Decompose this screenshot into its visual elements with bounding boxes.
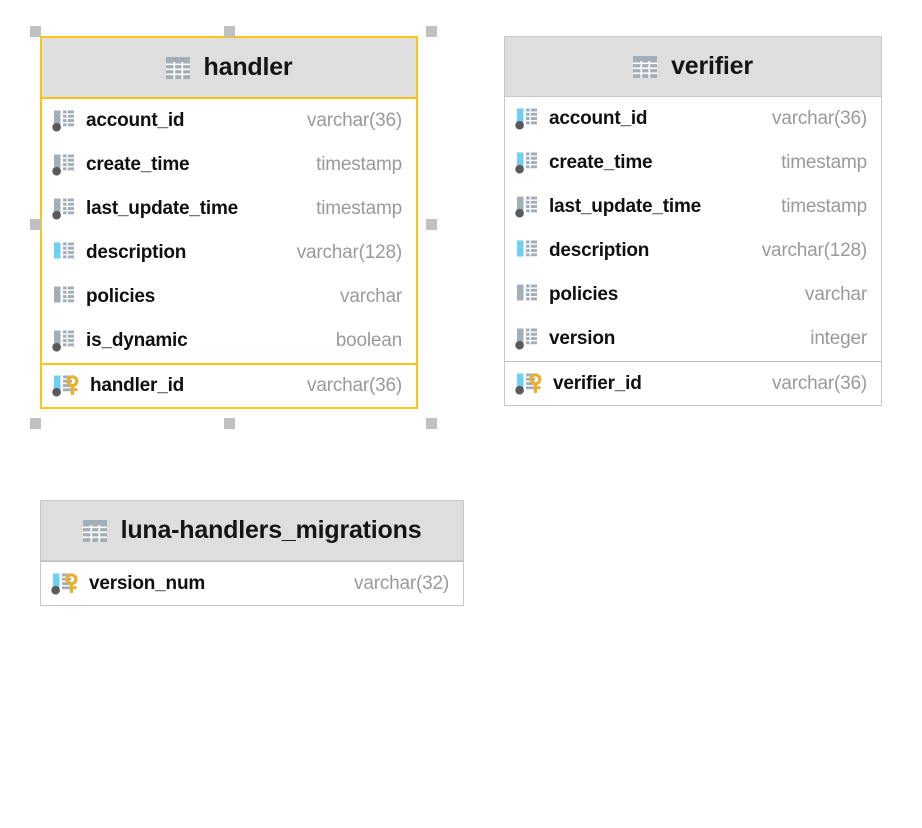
primary-key-icon (51, 572, 81, 596)
column-type: varchar(32) (354, 572, 449, 594)
column-row[interactable]: version_num varchar(32) (41, 561, 463, 605)
column-row[interactable]: last_update_time timestamp (42, 187, 416, 231)
column-icon (515, 327, 541, 351)
column-type: timestamp (781, 152, 867, 173)
handle-bottom-right[interactable] (426, 418, 437, 429)
entity-columns: version_num varchar(32) (41, 561, 463, 605)
column-row[interactable]: create_time timestamp (505, 141, 881, 185)
entity-title: verifier (671, 52, 753, 80)
column-type: varchar(36) (307, 375, 402, 396)
column-type: varchar (340, 286, 402, 307)
column-name: last_update_time (86, 198, 239, 219)
entity-verifier[interactable]: verifier account_id varchar(36) create_time… (504, 36, 882, 406)
column-name: account_id (549, 108, 648, 129)
column-icon (515, 195, 541, 219)
column-type: varchar(36) (772, 372, 867, 394)
column-row[interactable]: version integer (505, 317, 881, 361)
entity-columns: account_id varchar(36) create_time timestam… (505, 97, 881, 405)
primary-key-icon (515, 372, 545, 396)
column-type: varchar (805, 284, 867, 305)
table-icon (165, 56, 190, 79)
column-row[interactable]: create_time timestamp (42, 143, 416, 187)
column-row[interactable]: description varchar(128) (505, 229, 881, 273)
handle-middle-left[interactable] (30, 219, 41, 230)
column-row[interactable]: description varchar(128) (42, 231, 416, 275)
column-row[interactable]: policies varchar (42, 275, 416, 319)
entity-header-handler[interactable]: handler (42, 38, 416, 99)
column-name: policies (86, 286, 156, 307)
entity-luna-handlers_migrations[interactable]: luna-handlers_migrations version_num varch… (40, 500, 464, 606)
column-row[interactable]: account_id varchar(36) (42, 99, 416, 143)
handle-bottom-left[interactable] (30, 418, 41, 429)
entity-title: luna-handlers_migrations (120, 516, 422, 544)
column-icon (52, 329, 78, 353)
column-icon (52, 153, 78, 177)
handle-top-center[interactable] (224, 26, 235, 37)
column-icon (515, 107, 541, 131)
column-type: varchar(128) (761, 240, 868, 261)
column-icon (52, 241, 78, 265)
entity-header-verifier[interactable]: verifier (505, 37, 881, 97)
column-name: last_update_time (549, 196, 702, 217)
column-name: verifier_id (553, 372, 642, 394)
handle-top-left[interactable] (30, 26, 41, 37)
entity-header-luna-handlers_migrations[interactable]: luna-handlers_migrations (41, 501, 463, 561)
entity-columns: account_id varchar(36) create_time timestam… (42, 99, 416, 407)
column-icon (52, 285, 78, 309)
handle-middle-right[interactable] (426, 219, 437, 230)
column-row[interactable]: account_id varchar(36) (505, 97, 881, 141)
column-name: description (549, 240, 650, 261)
column-name: handler_id (90, 375, 185, 396)
column-name: policies (549, 284, 619, 305)
handle-top-right[interactable] (426, 26, 437, 37)
column-icon (515, 283, 541, 307)
column-name: create_time (549, 152, 653, 173)
column-type: timestamp (781, 196, 867, 217)
column-name: description (86, 242, 187, 263)
column-type: timestamp (316, 198, 402, 219)
primary-key-icon (52, 374, 82, 398)
column-type: varchar(36) (307, 110, 402, 131)
column-type: varchar(36) (772, 108, 867, 129)
column-row[interactable]: verifier_id varchar(36) (505, 361, 881, 405)
table-icon (82, 519, 107, 542)
column-type: varchar(128) (296, 242, 403, 263)
column-type: boolean (335, 330, 402, 351)
column-icon (52, 197, 78, 221)
column-row[interactable]: handler_id varchar(36) (42, 363, 416, 407)
column-icon (515, 239, 541, 263)
column-name: version_num (89, 572, 206, 594)
column-row[interactable]: last_update_time timestamp (505, 185, 881, 229)
column-icon (515, 151, 541, 175)
column-icon (52, 109, 78, 133)
table-icon (633, 55, 658, 78)
handle-bottom-center[interactable] (224, 418, 235, 429)
column-name: version (549, 328, 616, 349)
column-name: create_time (86, 154, 190, 175)
column-name: account_id (86, 110, 185, 131)
column-type: integer (810, 328, 867, 349)
column-row[interactable]: is_dynamic boolean (42, 319, 416, 363)
column-name: is_dynamic (86, 330, 188, 351)
column-type: timestamp (316, 154, 402, 175)
column-row[interactable]: policies varchar (505, 273, 881, 317)
entity-title: handler (203, 53, 293, 81)
